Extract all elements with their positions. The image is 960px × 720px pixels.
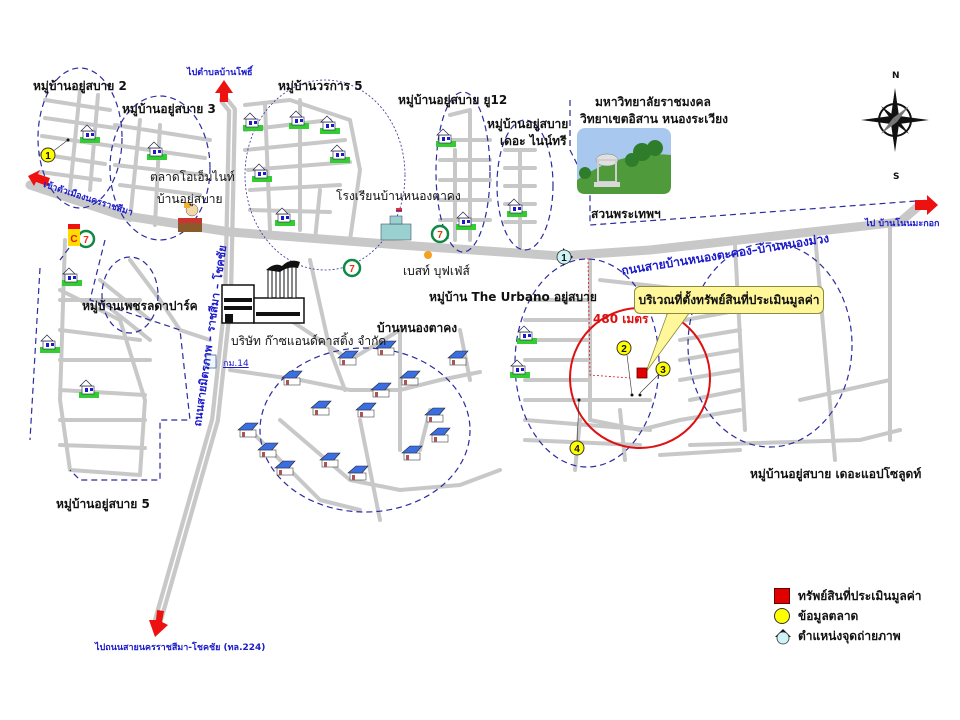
arrow-south	[149, 610, 168, 637]
road-label-south: ไปถนนสายนครราชสีมา-โชคชัย (ทล.224)	[95, 643, 266, 653]
market-data-marker-2[interactable]: 2	[616, 340, 632, 356]
house-icon	[401, 445, 423, 461]
village-label-absolute: หมู่บ้านอยู่สบาย เดอะแอปโซลูดท์	[750, 467, 922, 481]
svg-text:7: 7	[349, 264, 355, 275]
market-data-marker-4[interactable]: 4	[569, 440, 585, 456]
main-east-road	[25, 180, 925, 261]
buffet-icon	[424, 251, 432, 259]
house-icon	[288, 110, 310, 130]
university-label-1: มหาวิทยาลัยราชมงคล	[595, 95, 711, 109]
house-icon	[399, 370, 421, 386]
village-boundaries	[29, 67, 931, 513]
house-icon	[257, 442, 279, 458]
house-icon	[506, 198, 528, 218]
house-icon	[447, 350, 469, 366]
house-icon	[237, 422, 259, 438]
subject-property-marker[interactable]	[636, 367, 648, 379]
house-icon	[370, 382, 392, 398]
house-icon	[347, 465, 369, 481]
road-label-east: ไป บ้านโนนมะกอก	[865, 219, 940, 229]
svg-text:1: 1	[45, 151, 51, 162]
house-icon	[281, 370, 303, 386]
house-icon	[274, 460, 296, 476]
park-label: สวนพระเทพฯ	[591, 207, 661, 221]
seven-eleven-icon: 7	[76, 229, 96, 249]
house-icon	[319, 115, 341, 135]
arrow-west	[28, 170, 50, 186]
market-data-marker-1[interactable]: 1	[40, 147, 56, 163]
market-data-marker-3[interactable]: 3	[655, 361, 671, 377]
photo-point-icon	[774, 628, 791, 645]
arrow-north	[215, 80, 233, 102]
km-marker-icon	[205, 354, 217, 369]
distance-path	[587, 257, 631, 379]
svg-text:4: 4	[574, 444, 580, 455]
svg-text:3: 3	[660, 365, 666, 376]
legend-label: ตำแหน่งจุดถ่ายภาพ	[798, 628, 901, 643]
village-label-worakarn5: หมู่บ้านวรการ 5	[278, 79, 363, 93]
svg-text:7: 7	[83, 235, 89, 246]
legend-item-subject: ทรัพย์สินที่ประเมินมูลค่า	[774, 586, 922, 606]
village-label-u12: หมู่บ้านอยู่สบาย ยู12	[398, 93, 508, 107]
distance-label: 480 เมตร	[593, 312, 649, 326]
svg-text:C: C	[70, 234, 77, 245]
village-label-u5: หมู่บ้านอยู่สบาย 5	[56, 497, 150, 511]
compass-south-label: S	[893, 172, 900, 182]
house-icon	[78, 379, 100, 399]
legend-item-photo: ตำแหน่งจุดถ่ายภาพ	[774, 626, 922, 646]
svg-text:1: 1	[561, 253, 567, 264]
factory-icon	[221, 260, 305, 324]
village-label-ninetree-1: หมู่บ้านอยู่สบาย	[487, 117, 569, 131]
road-network	[25, 88, 925, 625]
village-label-u3: หมู่บ้านอยู่สบาย 3	[122, 102, 216, 116]
svg-text:7: 7	[437, 230, 443, 241]
subject-callout: บริเวณที่ตั้งทรัพย์สินที่ประเมินมูลค่า	[634, 286, 824, 314]
legend-label: ข้อมูลตลาด	[798, 608, 859, 623]
mini-big-c-icon: C	[68, 224, 80, 246]
village-label-u2: หมู่บ้านอยู่สบาย 2	[33, 79, 127, 93]
arrow-east	[915, 195, 938, 215]
photo-point-marker[interactable]: 1	[556, 248, 573, 266]
km-marker-label: กม.14	[223, 359, 249, 369]
legend-item-market: ข้อมูลตลาด	[774, 606, 922, 626]
house-icon	[516, 325, 538, 345]
university-label-2: วิทยาเขตอิสาน หนองระเวียง	[580, 112, 728, 126]
place-label-company: บริษัท ก๊าซแอนด์คาสติ้ง จำกัด	[231, 334, 387, 348]
village-label-urbano: หมู่บ้าน The Urbano อยู่สบาย	[429, 290, 597, 304]
park-image	[577, 128, 671, 194]
road-label-north: ไปตำบลบ้านโพธิ์	[187, 68, 253, 78]
legend-label: ทรัพย์สินที่ประเมินมูลค่า	[798, 588, 922, 603]
house-icon	[310, 400, 332, 416]
place-label-market-2: บ้านอยู่สบาย	[157, 192, 223, 206]
seven-eleven-icon: 7	[430, 224, 450, 244]
place-label-school: โรงเรียนบ้านหนองตาคง	[336, 189, 461, 203]
school-icon	[380, 208, 412, 241]
house-icon	[329, 144, 351, 164]
village-label-petchlada: หมู่บ้านเพชรลดาปาร์ค	[82, 299, 198, 313]
house-icon	[39, 334, 61, 354]
market-vendor-icon	[178, 202, 202, 232]
yellow-circle-icon	[774, 608, 790, 624]
compass-rose-icon	[861, 88, 929, 152]
house-icon	[242, 112, 264, 132]
legend: ทรัพย์สินที่ประเมินมูลค่า ข้อมูลตลาด ตำแ…	[774, 586, 922, 646]
house-icon	[429, 427, 451, 443]
seven-eleven-icon: 7	[342, 258, 362, 278]
place-label-buffet: เบสท์ บุฟเฟ่ส์	[403, 264, 470, 278]
compass-north-label: N	[892, 71, 900, 81]
village-label-ninetree-2: เดอะ ไนน์ทรี	[500, 134, 567, 148]
svg-text:2: 2	[621, 344, 627, 355]
village-label-nongtakong: บ้านหนองตาคง	[377, 321, 458, 335]
red-square-icon	[774, 588, 790, 604]
place-label-market-1: ตลาดโอเอ็มไนท์	[150, 170, 235, 184]
house-icon	[355, 402, 377, 418]
house-icon	[509, 359, 531, 379]
